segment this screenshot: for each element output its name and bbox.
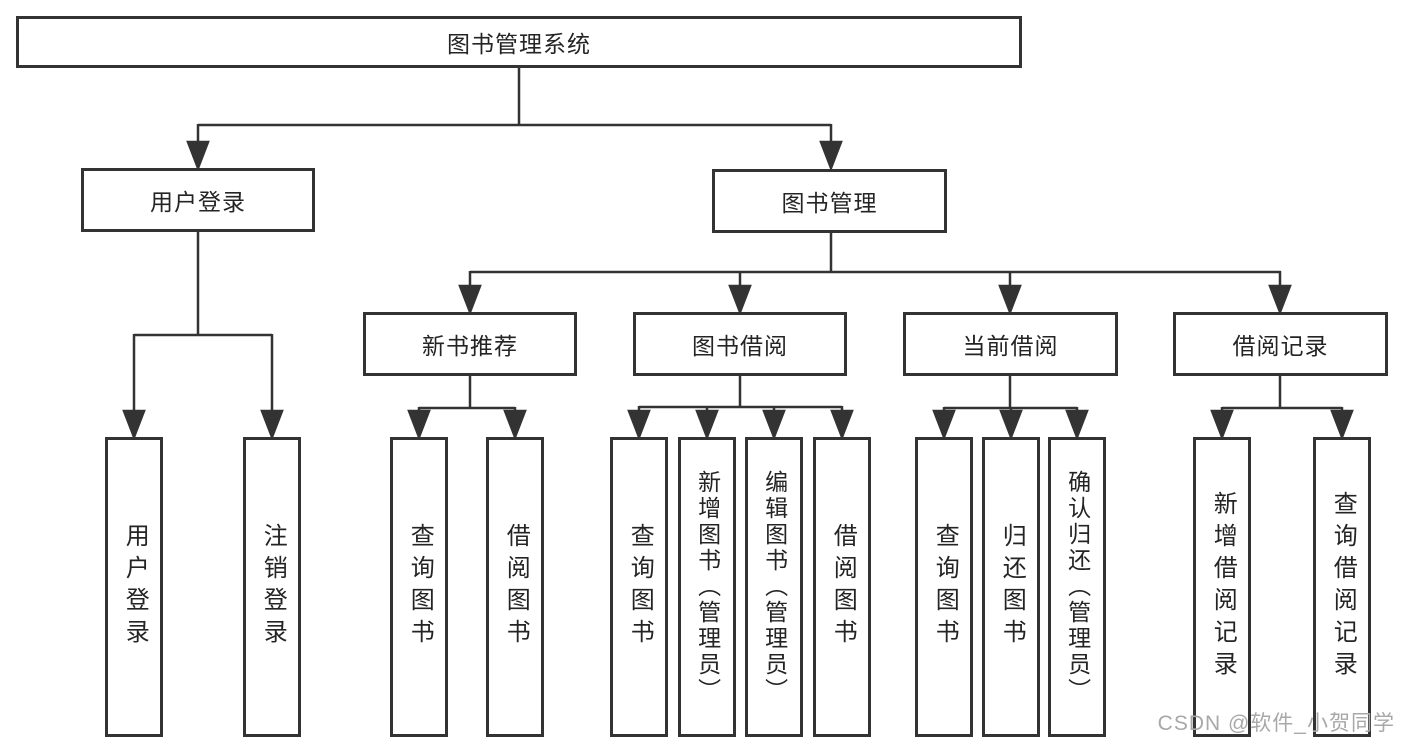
node-label: 用户登录 <box>150 189 246 215</box>
leaf-label: 查询图书 <box>406 523 434 651</box>
leaf-add-borrow-record: 新增借阅记录 <box>1193 437 1251 737</box>
node-borrow-records: 借阅记录 <box>1173 312 1388 376</box>
leaf-label: 确认归还（管理员） <box>1064 470 1091 704</box>
node-label: 当前借阅 <box>962 333 1059 359</box>
leaf-search-books-current: 查询图书 <box>915 437 973 737</box>
node-label: 图书管理 <box>781 190 878 216</box>
leaf-logout: 注销登录 <box>243 437 301 737</box>
leaf-borrow-books-borrowing: 借阅图书 <box>813 437 871 737</box>
leaf-add-books-admin: 新增图书（管理员） <box>678 437 736 737</box>
leaf-search-borrow-record: 查询借阅记录 <box>1313 437 1371 737</box>
node-label: 借阅记录 <box>1232 333 1329 359</box>
leaf-edit-books-admin: 编辑图书（管理员） <box>745 437 803 737</box>
leaf-label: 查询图书 <box>931 523 959 651</box>
leaf-search-books-recommend: 查询图书 <box>390 437 448 737</box>
leaf-label: 新增借阅记录 <box>1209 491 1237 683</box>
node-label: 新书推荐 <box>422 333 518 359</box>
node-label: 图书借阅 <box>692 333 788 359</box>
leaf-user-login: 用户登录 <box>105 437 163 737</box>
leaf-return-books: 归还图书 <box>982 437 1040 737</box>
leaf-label: 借阅图书 <box>502 523 530 651</box>
leaf-borrow-books-recommend: 借阅图书 <box>486 437 544 737</box>
node-library-management-system: 图书管理系统 <box>16 16 1022 68</box>
node-book-management: 图书管理 <box>712 169 947 233</box>
leaf-label: 用户登录 <box>121 523 149 651</box>
csdn-watermark: CSDN @软件_小贺同学 <box>1157 712 1395 735</box>
leaf-label: 借阅图书 <box>829 523 857 651</box>
leaf-search-books-borrowing: 查询图书 <box>610 437 668 737</box>
leaf-label: 归还图书 <box>998 523 1026 651</box>
leaf-label: 新增图书（管理员） <box>694 470 721 704</box>
node-current-borrowing: 当前借阅 <box>903 312 1118 376</box>
leaf-label: 查询图书 <box>626 523 654 651</box>
node-new-book-recommendation: 新书推荐 <box>363 312 577 376</box>
node-book-borrowing: 图书借阅 <box>633 312 847 376</box>
leaf-label: 编辑图书（管理员） <box>761 470 788 704</box>
leaf-confirm-return-admin: 确认归还（管理员） <box>1048 437 1106 737</box>
node-user-login: 用户登录 <box>81 168 315 232</box>
leaf-label: 查询借阅记录 <box>1329 491 1357 683</box>
leaf-label: 注销登录 <box>259 523 287 651</box>
node-label: 图书管理系统 <box>447 31 591 57</box>
